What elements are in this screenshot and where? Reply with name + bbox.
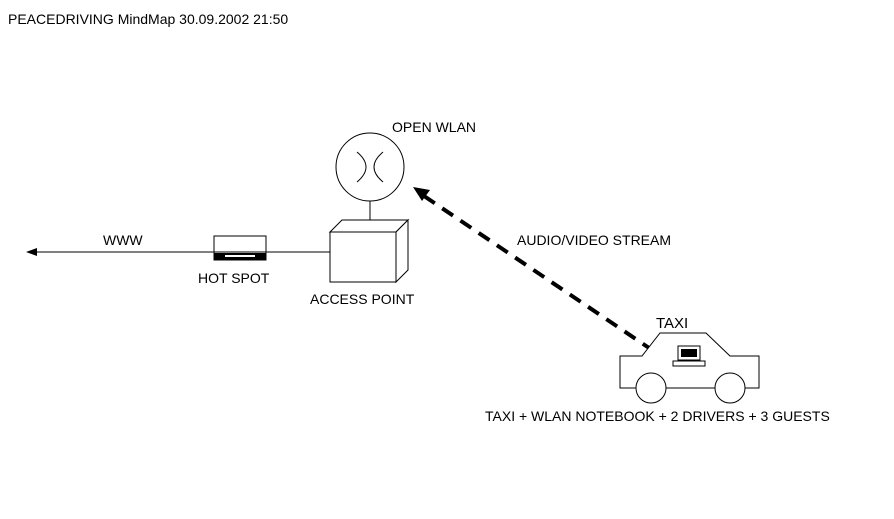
stream-label: AUDIO/VIDEO STREAM xyxy=(517,232,672,248)
www-link-line xyxy=(26,248,214,256)
open-wlan-antenna-icon xyxy=(335,132,405,202)
notebook-icon xyxy=(672,345,706,367)
hot-spot-device-icon xyxy=(213,235,267,261)
access-point-label: ACCESS POINT xyxy=(310,291,415,307)
open-wlan-label: OPEN WLAN xyxy=(392,119,477,135)
www-label: WWW xyxy=(103,232,143,248)
taxi-car-icon xyxy=(619,332,760,404)
taxi-caption-label: TAXI + WLAN NOTEBOOK + 2 DRIVERS + 3 GUE… xyxy=(485,408,830,424)
hot-spot-label: HOT SPOT xyxy=(198,270,270,286)
taxi-sign-label: TAXI xyxy=(656,315,689,332)
access-point-box-icon xyxy=(328,218,410,284)
page-title: PEACEDRIVING MindMap 30.09.2002 21:50 xyxy=(8,11,289,27)
stream-dashed-link xyxy=(413,187,665,360)
